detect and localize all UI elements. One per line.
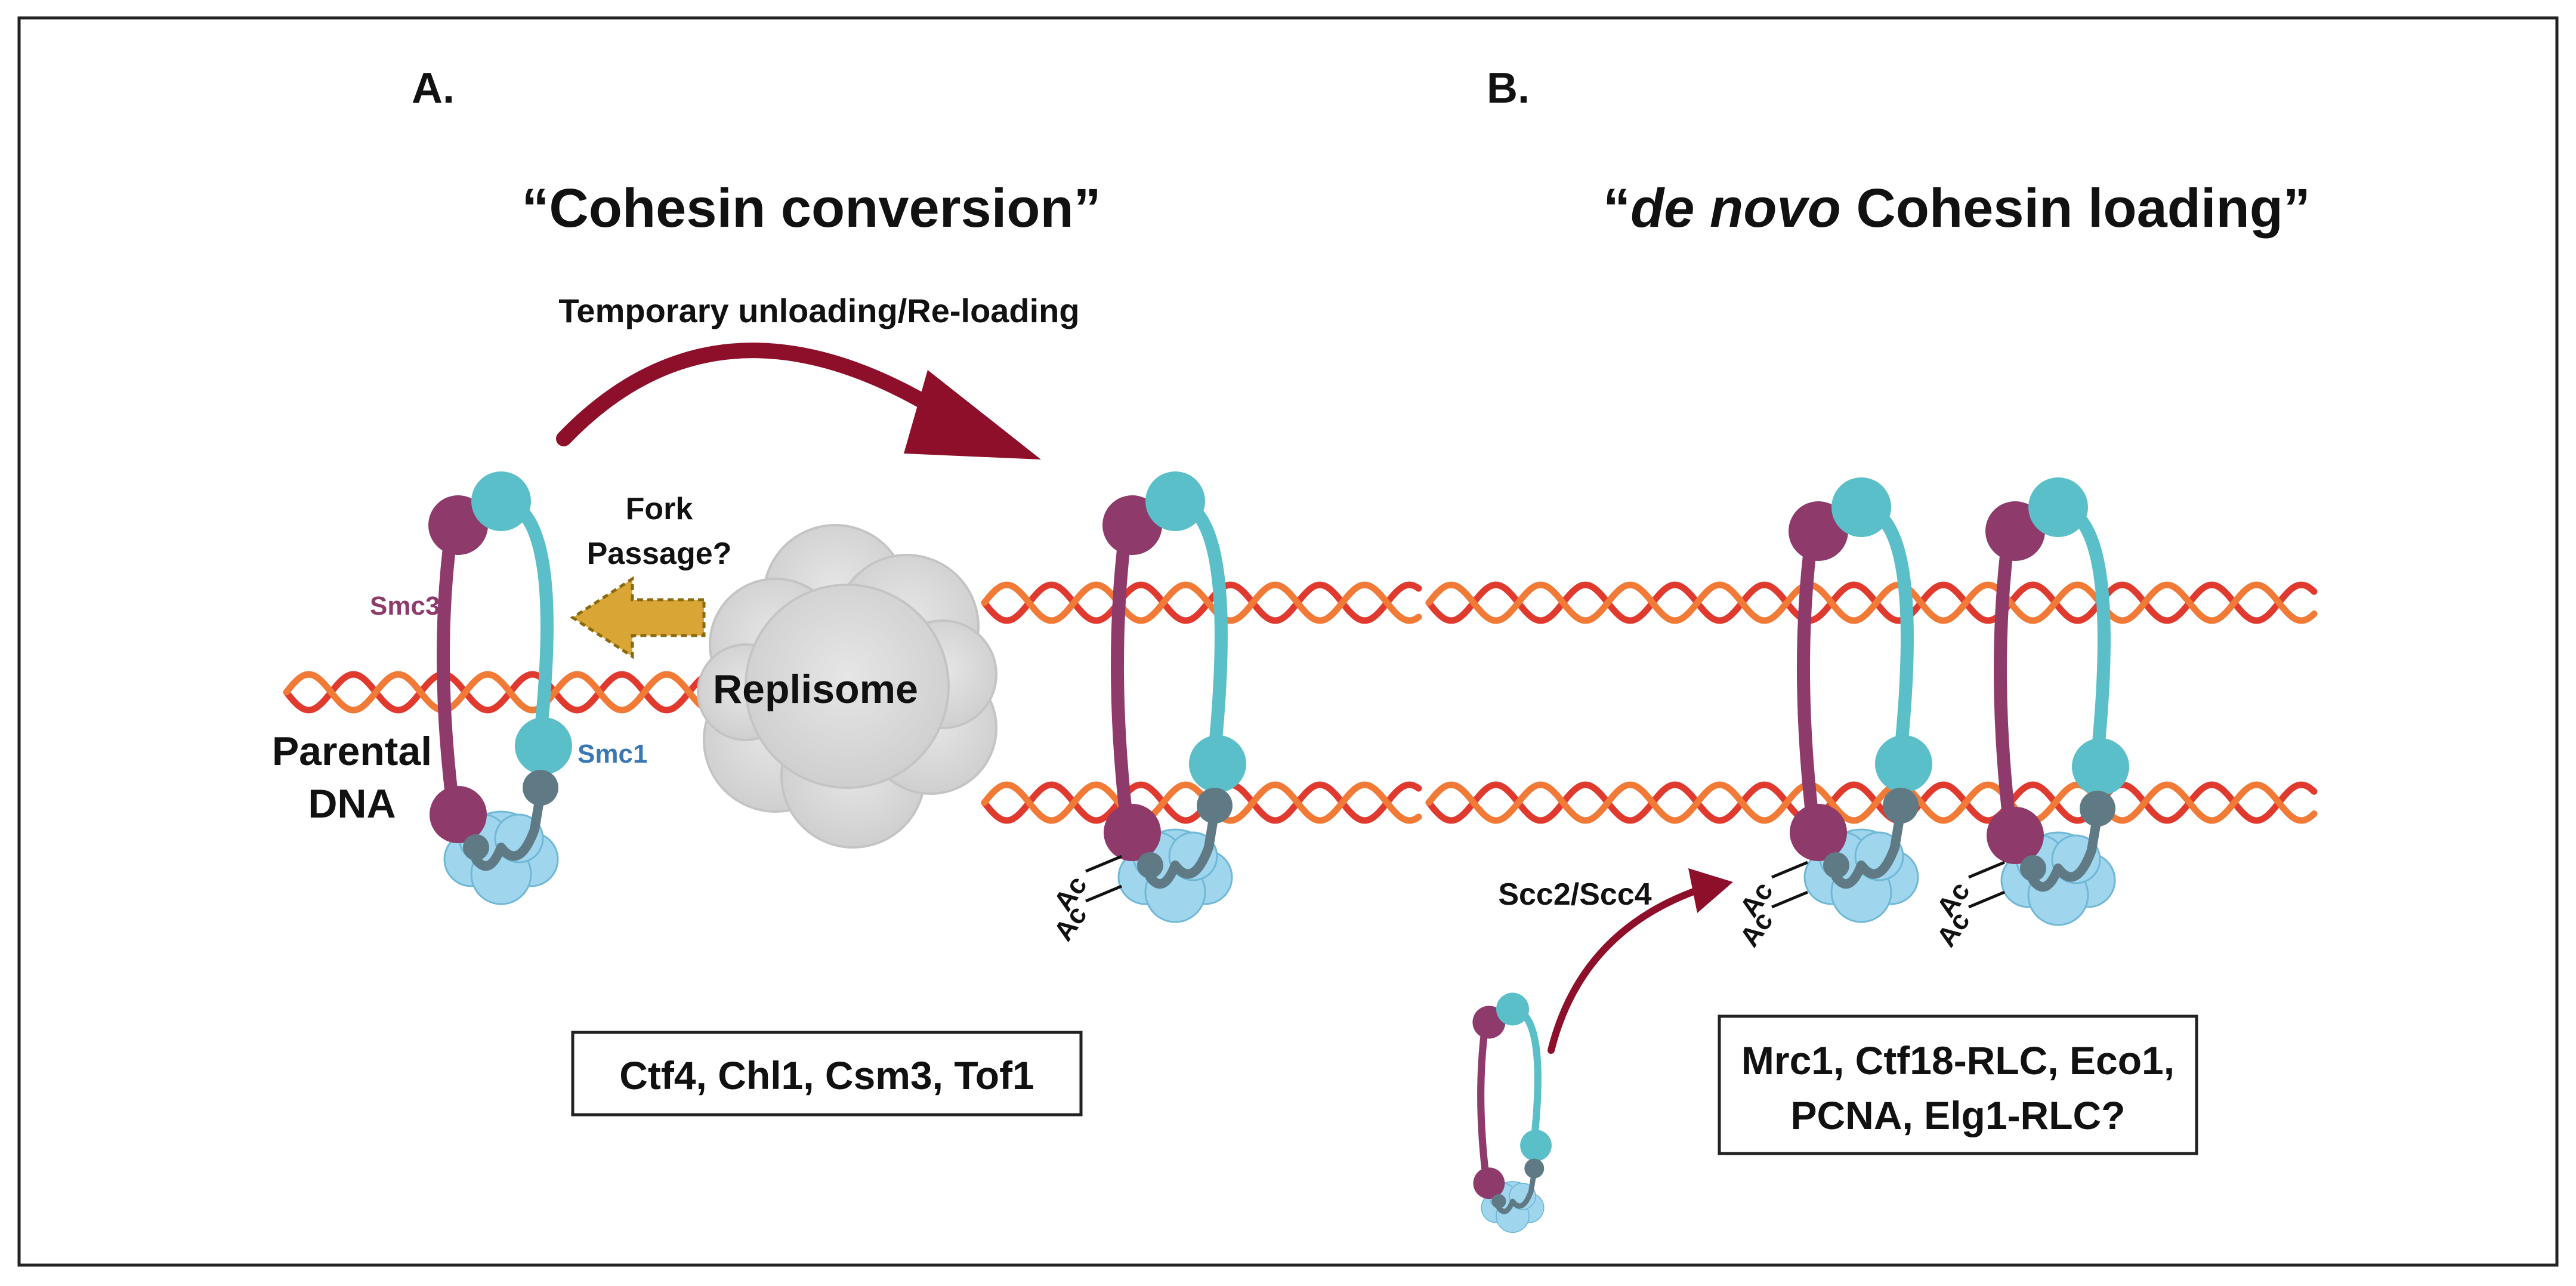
dna-strand-b <box>283 671 719 714</box>
cohesin-ring-free <box>1472 992 1552 1233</box>
kleisin-subunit <box>465 789 545 871</box>
panel-b-title-quote: “ <box>1603 178 1630 239</box>
kleisin-c-node <box>1197 788 1233 824</box>
replisome-label: Replisome <box>713 667 918 712</box>
kleisin-c-node <box>2080 791 2115 827</box>
kleisin-subunit <box>1139 807 1219 889</box>
kleisin-n-node <box>1491 1194 1506 1209</box>
panel-a-factors-box <box>571 1031 1083 1117</box>
dna-strand-b <box>1425 581 2318 624</box>
smc3-arm <box>1797 525 1819 824</box>
smc1-hinge <box>471 471 531 531</box>
sister-dna-upper-left <box>981 581 1422 624</box>
loader-label: Scc2/Scc4 <box>1498 877 1651 912</box>
loader-arrow-icon <box>1548 868 1733 1054</box>
panel-b-factors-line2: PCNA, Elg1-RLC? <box>1791 1093 2126 1137</box>
kleisin-n-node <box>463 834 489 861</box>
fork-label-line1: Fork <box>626 492 693 526</box>
smc3-arm <box>1994 525 2016 827</box>
replisome-cloud-icon <box>697 524 997 849</box>
kleisin-subunit <box>1826 807 1905 889</box>
smc1-head <box>515 717 572 775</box>
smc1-head <box>1875 735 1932 792</box>
smc3-head <box>1987 807 2044 864</box>
curved-arrow-icon <box>556 343 1041 459</box>
kleisin-c-node <box>1524 1158 1545 1179</box>
smc3-head <box>430 786 487 843</box>
smc1-label: Smc1 <box>577 739 647 769</box>
panel-b-title-italic: de novo <box>1630 178 1841 239</box>
arrow-label: Temporary unloading/Re-loading <box>558 292 1079 329</box>
smc3-label: Smc3 <box>370 591 440 621</box>
sister-dna-lower-right <box>1425 781 2318 824</box>
smc1-hinge <box>1496 992 1529 1026</box>
kleisin-n-node <box>1823 852 1849 878</box>
parental-dna-line2: DNA <box>308 781 396 827</box>
dna-layer <box>283 581 2318 824</box>
kleisin-c-node <box>1883 788 1919 824</box>
panel-a-factors: Ctf4, Chl1, Csm3, Tof1 <box>619 1053 1034 1097</box>
smc1-head <box>1189 735 1246 792</box>
kleisin-n-node <box>2020 855 2046 881</box>
panel-b-factors-box <box>1718 1014 2198 1155</box>
panel-b-title: “de novo Cohesin loading” <box>1603 178 2311 239</box>
acetyl-tick-1 <box>1085 855 1122 873</box>
acetyl-tick-2 <box>1085 884 1122 903</box>
dna-strand-a <box>981 581 1422 624</box>
smc3-head <box>1790 804 1847 861</box>
smc3-head <box>1473 1167 1505 1199</box>
kleisin-c-node <box>523 770 558 806</box>
dna-strand-b <box>1425 781 2318 824</box>
kleisin-n-node <box>1137 852 1163 878</box>
acetyl-tick-1 <box>1771 861 1808 879</box>
smc1-hinge <box>1831 477 1891 537</box>
cohesin-ring-parental <box>428 471 572 905</box>
smc1-hinge <box>2028 477 2088 537</box>
fork-label-line2: Passage? <box>587 536 732 571</box>
dna-strand-b <box>981 581 1422 624</box>
panel-b-title-rest: Cohesin loading” <box>1841 178 2311 239</box>
smc3-head <box>1104 804 1161 861</box>
acetyl-tick-2 <box>1771 890 1808 909</box>
parental-dna-line1: Parental <box>272 729 432 774</box>
panel-a-title: “Cohesin conversion” <box>521 178 1101 239</box>
parental-dna-helix <box>283 671 719 714</box>
dna-strand-a <box>1425 581 2318 624</box>
smc1-hinge <box>1145 471 1205 531</box>
dashed-left-arrow-icon <box>570 576 706 659</box>
acetyl-tick-1 <box>1968 861 2005 879</box>
dna-strand-a <box>1425 781 2318 824</box>
kleisin-subunit <box>1493 1169 1537 1214</box>
sister-dna-upper-right <box>1425 581 2318 624</box>
smc3-arm <box>1111 519 1133 824</box>
acetyl-tick-2 <box>1968 890 2005 909</box>
panel-a-label: A. <box>412 64 455 112</box>
smc3-arm <box>437 519 459 806</box>
panel-b-label: B. <box>1487 64 1530 112</box>
panel-b-factors-line1: Mrc1, Ctf18-RLC, Eco1, <box>1741 1038 2175 1083</box>
smc3-arm <box>1477 1018 1490 1179</box>
smc1-head <box>1520 1130 1552 1161</box>
kleisin-subunit <box>2022 810 2102 892</box>
smc1-head <box>2072 738 2129 795</box>
